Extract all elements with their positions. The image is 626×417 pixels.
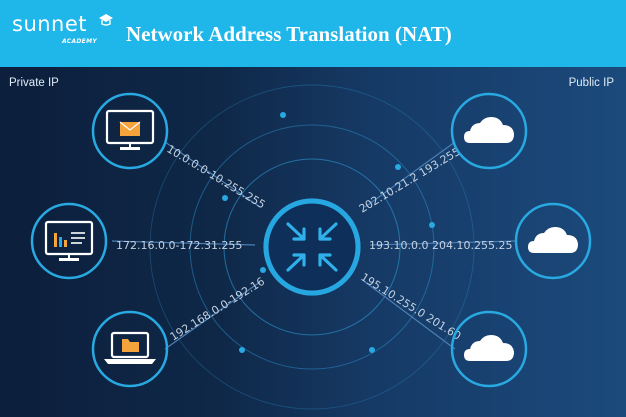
page-title: Network Address Translation (NAT) [126, 22, 452, 46]
orbit-dot [239, 347, 245, 353]
mail-monitor-icon [105, 109, 155, 150]
header-bar: sunnet ACADEMY Network Address Translati… [0, 0, 626, 67]
orbit-dot [369, 347, 375, 353]
connector-private-top [164, 141, 261, 208]
connector-lines [111, 141, 516, 350]
private-range-label: 172.16.0.0-172.31.255 [116, 239, 242, 252]
folder-laptop-icon [104, 331, 156, 364]
private-range-label: 10.0.0.0-10.255.255 [164, 142, 267, 211]
connector-public-bottom [364, 281, 456, 350]
cloud-node-middle [514, 202, 592, 280]
orbit-dot [280, 112, 286, 118]
nat-router-node [263, 198, 361, 296]
orbit-dots [222, 112, 435, 353]
orbit-dot [260, 267, 266, 273]
device-node-laptop [91, 310, 169, 388]
nat-router-icon [286, 222, 338, 272]
logo-subtext: ACADEMY [62, 38, 98, 45]
dashboard-monitor-icon [44, 220, 94, 261]
connector-private-mid [111, 240, 256, 246]
connector-private-bottom [164, 281, 261, 350]
private-ip-label: Private IP [9, 77, 59, 89]
device-node-dashboard [30, 202, 108, 280]
public-ip-label: Public IP [568, 77, 614, 89]
cloud-icon [464, 117, 514, 143]
graduation-cap-icon [99, 14, 113, 26]
nat-diagram: Private IP Public IP [0, 67, 626, 417]
orbit-dot [222, 195, 228, 201]
orbit-dot [429, 222, 435, 228]
connector-public-top [364, 141, 456, 208]
connector-public-mid [369, 240, 516, 246]
ring [223, 158, 401, 336]
public-range-label: 193.10.0.0 204.10.255.25 [369, 239, 512, 252]
ring [189, 124, 435, 370]
cloud-node-bottom [450, 310, 528, 388]
public-range-label: 202.10.21.2 193.255 [357, 145, 463, 216]
orbit-dot [395, 164, 401, 170]
diagram-canvas: 10.0.0.0-10.255.255 172.16.0.0-172.31.25… [30, 84, 592, 410]
public-range-label: 195.10.255.0 201.60 [358, 271, 463, 343]
cloud-icon [528, 227, 578, 253]
brand-logo: sunnet ACADEMY [12, 8, 116, 56]
cloud-icon [464, 335, 514, 361]
logo-text: sunnet [12, 12, 88, 36]
device-node-mail [91, 92, 169, 170]
ring [149, 84, 475, 410]
private-range-label: 192.168.0.0-192.16 [168, 275, 267, 344]
cloud-node-top [450, 92, 528, 170]
